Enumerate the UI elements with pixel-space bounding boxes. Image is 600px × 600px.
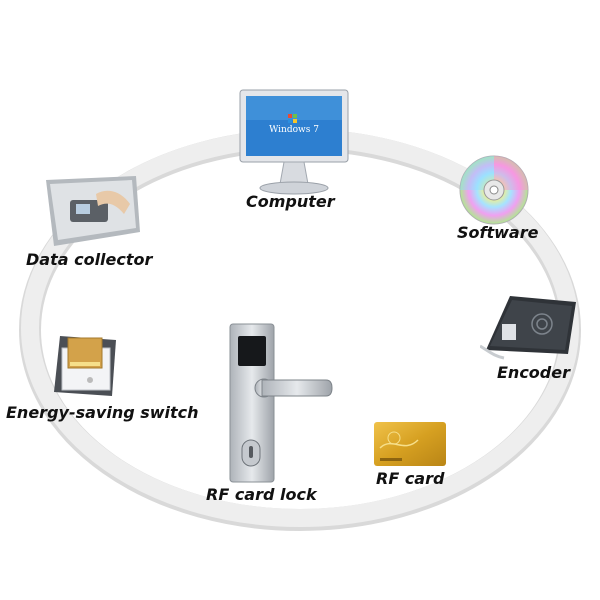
cd-disc-icon	[459, 155, 529, 225]
card-encoder-icon	[480, 296, 576, 360]
rf-card-icon	[374, 422, 446, 466]
label-computer: Computer	[246, 192, 335, 211]
data-collector-icon	[46, 176, 140, 246]
label-rf-card: RF card	[376, 469, 445, 488]
door-lock-icon	[229, 323, 333, 483]
label-data-collector: Data collector	[26, 250, 153, 269]
computer-monitor-icon: Windows 7	[239, 89, 349, 195]
energy-switch-icon	[54, 336, 116, 396]
label-rf-card-lock: RF card lock	[206, 485, 317, 504]
label-software: Software	[457, 223, 539, 242]
label-energy-switch: Energy-saving switch	[6, 403, 199, 422]
screen-text: Windows 7	[269, 125, 319, 135]
label-encoder: Encoder	[497, 363, 570, 382]
